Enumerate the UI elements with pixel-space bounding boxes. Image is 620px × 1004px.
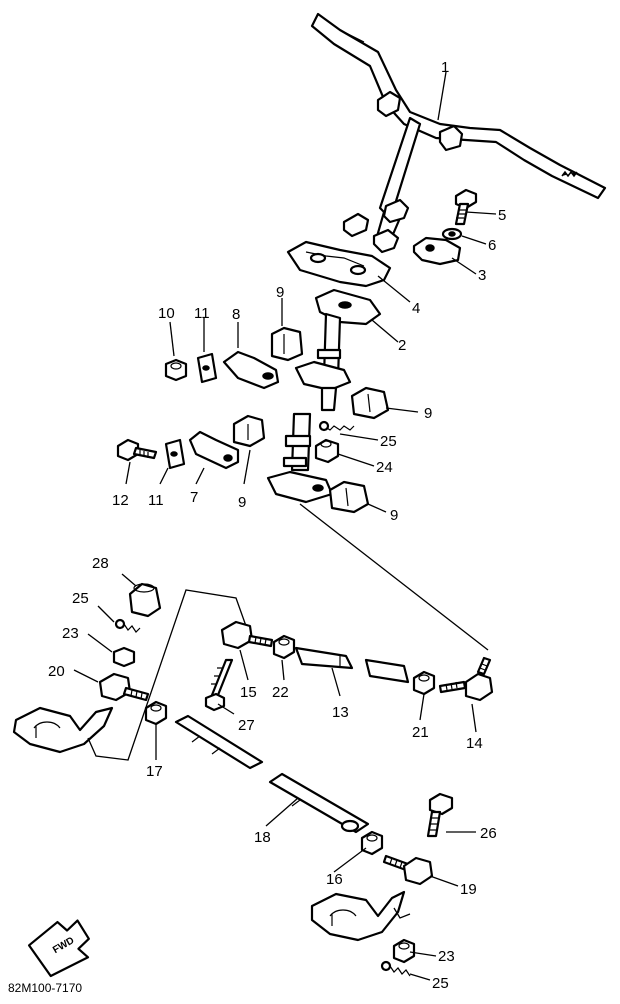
bushing-9-upper [270, 326, 304, 362]
washer-6 [441, 227, 463, 241]
plate-7 [188, 430, 240, 470]
callout-8: 8 [232, 306, 240, 323]
callout-23-left: 23 [62, 625, 79, 642]
fwd-arrow-icon: FWD [27, 919, 90, 978]
bushing-9-right-upper [350, 386, 390, 420]
callout-10: 10 [158, 305, 175, 322]
callout-11-lower: 11 [148, 492, 164, 509]
callout-14: 14 [466, 735, 483, 752]
tie-rod-end-19 [382, 854, 434, 886]
tie-rod-13 [294, 646, 354, 670]
callout-3: 3 [478, 267, 486, 284]
callout-9-right-upper: 9 [424, 405, 432, 422]
callout-11-upper: 11 [194, 305, 210, 322]
callout-2: 2 [398, 337, 406, 354]
callout-22: 22 [272, 684, 289, 701]
callout-7: 7 [190, 489, 198, 506]
nut-17 [144, 700, 168, 726]
knuckle-left [12, 706, 114, 754]
lock-washer-11-upper [196, 352, 218, 384]
steering-shaft-assy [294, 288, 382, 412]
bushing-9-left [232, 414, 266, 448]
bolt-27 [204, 658, 234, 712]
callout-23-right: 23 [438, 948, 455, 965]
nut-10 [164, 358, 188, 382]
knuckle-right [310, 890, 406, 942]
callout-25-right: 25 [432, 975, 449, 992]
drawing-code: 82M100-7170 [8, 981, 82, 995]
callout-5: 5 [498, 207, 506, 224]
callout-25-upper: 25 [380, 433, 397, 450]
handlebar [310, 12, 607, 254]
callout-1: 1 [441, 59, 449, 76]
tie-rod-end-20 [98, 672, 150, 702]
callout-9-left: 9 [238, 494, 246, 511]
callout-numbers: 1 2 3 4 5 6 7 8 9 9 9 9 10 11 11 12 13 1… [48, 59, 506, 992]
callout-16: 16 [326, 871, 343, 888]
shaft-18 [174, 714, 370, 834]
callout-27: 27 [238, 717, 255, 734]
bolt-5 [454, 188, 478, 226]
plate-8 [222, 350, 280, 390]
spring-25-right [380, 960, 411, 977]
callout-13: 13 [332, 704, 349, 721]
tie-rod-end-14 [438, 656, 494, 702]
bushing-9-right-lower [328, 480, 370, 514]
nut-23-right [392, 938, 416, 964]
callout-21: 21 [412, 724, 429, 741]
bolt-12 [116, 438, 158, 462]
nut-23-left [112, 646, 136, 668]
spring-25-upper [318, 420, 355, 432]
leader-lines [73, 71, 497, 981]
callout-6: 6 [488, 237, 496, 254]
callout-18: 18 [254, 829, 271, 846]
callout-9-right-lower: 9 [390, 507, 398, 524]
upper-bracket [286, 240, 392, 288]
tie-rod-sleeve [364, 658, 410, 684]
callout-17: 17 [146, 763, 163, 780]
callout-20: 20 [48, 663, 65, 680]
callout-15: 15 [240, 684, 257, 701]
callout-12: 12 [112, 492, 129, 509]
callout-9-upper: 9 [276, 284, 284, 301]
lower-shaft [266, 412, 334, 504]
cap-28 [128, 582, 162, 618]
nut-16 [360, 830, 384, 856]
callout-24: 24 [376, 459, 393, 476]
clamp-3 [412, 236, 462, 266]
nut-21 [412, 670, 436, 696]
bolt-26 [426, 792, 454, 838]
callout-26: 26 [480, 825, 497, 842]
tie-rod-end-15 [220, 620, 274, 650]
lock-washer-11-lower [164, 438, 186, 470]
callout-4: 4 [412, 300, 420, 317]
callout-28: 28 [92, 555, 109, 572]
collar-24 [314, 438, 340, 464]
callout-25-left: 25 [72, 590, 89, 607]
spring-25-left [114, 618, 141, 633]
nut-22 [272, 634, 296, 660]
callout-19: 19 [460, 881, 477, 898]
